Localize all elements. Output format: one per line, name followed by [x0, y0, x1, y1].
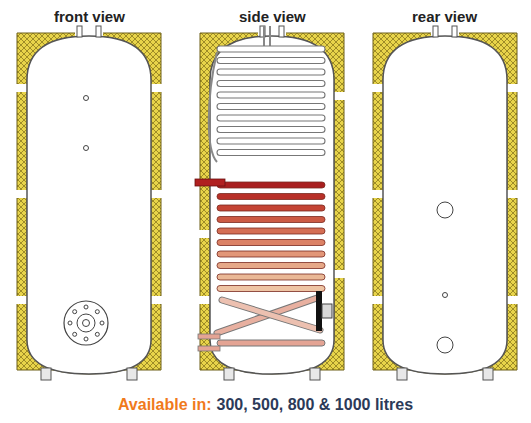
coil-outlet-pipe	[198, 334, 220, 339]
sensor-port	[84, 146, 89, 151]
tank-leg	[224, 368, 234, 380]
coil-inlet-pipe	[195, 179, 225, 186]
top-connection	[433, 26, 438, 37]
upper-coil-turn	[217, 115, 325, 121]
flange-bolt	[95, 332, 99, 336]
view-label: front view	[54, 8, 125, 25]
heating-element	[322, 304, 332, 318]
heating-element	[316, 291, 322, 331]
lower-coil-turn	[222, 300, 320, 330]
sensor-port	[84, 96, 89, 101]
upper-coil-turn	[217, 58, 325, 64]
flange-bolt	[73, 310, 77, 314]
upper-coil-turn	[217, 92, 325, 98]
capacity-list: 300, 500, 800 & 1000 litres	[217, 396, 414, 413]
heating-coil-turn	[217, 228, 325, 234]
heating-coil-turn	[217, 182, 325, 188]
upper-coil-turn	[217, 81, 325, 87]
top-connection	[279, 26, 284, 37]
inspection-flange	[64, 301, 108, 345]
heating-coil-turn	[217, 217, 325, 223]
upper-coil-turn	[217, 138, 325, 144]
flange-bolt	[73, 332, 77, 336]
heating-coil-turn	[217, 286, 325, 292]
tank-body	[383, 36, 507, 374]
flange-bolt	[84, 337, 88, 341]
tank-leg	[41, 368, 51, 380]
flange-bolt	[95, 310, 99, 314]
rear-port	[437, 337, 453, 353]
top-connection	[77, 26, 82, 37]
upper-coil-turn	[217, 69, 325, 75]
view-label: rear view	[412, 8, 477, 25]
top-connection	[96, 26, 101, 37]
insulation-jacket	[17, 33, 161, 374]
heating-coil-turn	[217, 240, 325, 246]
heating-coil-turn	[217, 194, 325, 200]
tank-body	[27, 36, 151, 374]
flange-bolt	[84, 305, 88, 309]
insulation-jacket	[200, 33, 344, 374]
upper-coil-turn	[217, 104, 325, 110]
lower-coil-turn	[217, 340, 325, 346]
coil-pipe	[209, 52, 217, 162]
tank-body	[210, 36, 334, 374]
sensor-port	[443, 293, 448, 298]
coil-outlet-pipe	[198, 346, 220, 351]
heating-coil-turn	[217, 263, 325, 269]
upper-coil-turn	[217, 46, 325, 52]
heating-coil-turn	[217, 251, 325, 257]
lower-coil-turn	[222, 300, 320, 330]
insulation-jacket	[373, 33, 517, 374]
caption-line: Available in: 300, 500, 800 & 1000 litres	[0, 396, 531, 414]
flange-bolt	[100, 321, 104, 325]
view-label: side view	[239, 8, 306, 25]
inspection-flange	[83, 320, 90, 327]
heating-coil-turn	[217, 274, 325, 280]
availability-label: Available in:	[118, 396, 212, 413]
upper-coil-turn	[217, 127, 325, 133]
rear-port	[437, 202, 453, 218]
heating-coil-turn	[217, 205, 325, 211]
tank-leg	[483, 368, 493, 380]
upper-coil-turn	[217, 150, 325, 156]
tank-leg	[397, 368, 407, 380]
tank-leg	[127, 368, 137, 380]
top-connection	[452, 26, 457, 37]
flange-bolt	[68, 321, 72, 325]
inspection-flange	[77, 314, 95, 332]
tank-leg	[310, 368, 320, 380]
